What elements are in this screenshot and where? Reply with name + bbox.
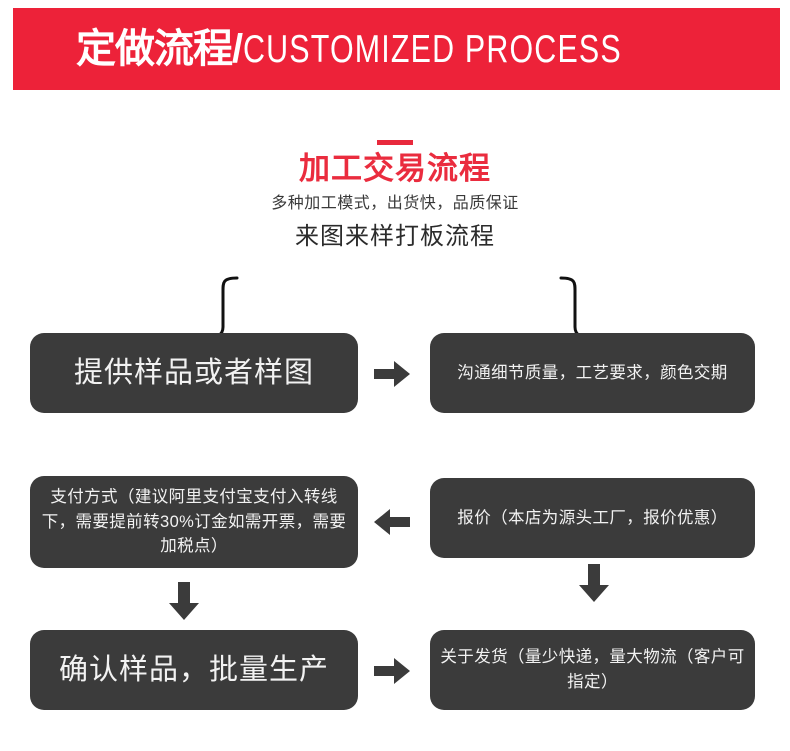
flow-step-2-label: 沟通细节质量，工艺要求，颜色交期 [457, 363, 728, 382]
flow-step-5-label: 确认样品，批量生产 [58, 653, 329, 686]
arrow-left-icon-1 [374, 508, 410, 536]
flow-step-3-label: 支付方式（建议阿里支付宝支付入转线下，需要提前转30%订金如需开票，需要加税点） [41, 487, 347, 556]
flow-step-4: 报价（本店为源头工厂，报价优惠） [430, 478, 755, 558]
accent-dash [377, 140, 413, 145]
process-heading-text: 加工交易流程 多种加工模式，出货快，品质保证 来图来样打板流程 [215, 120, 575, 252]
process-tagline: 来图来样打板流程 [295, 223, 495, 251]
flow-step-6-label: 关于发货（量少快递，量大物流（客户可指定） [440, 648, 745, 691]
process-title: 加工交易流程 [299, 151, 491, 186]
page-header-banner: 定做流程/CUSTOMIZED PROCESS [13, 8, 780, 90]
flow-step-6: 关于发货（量少快递，量大物流（客户可指定） [430, 630, 755, 710]
flow-step-1: 提供样品或者样图 [30, 333, 358, 413]
process-subtitle: 多种加工模式，出货快，品质保证 [271, 194, 519, 212]
banner-title-separator: / [232, 27, 244, 71]
flow-step-3: 支付方式（建议阿里支付宝支付入转线下，需要提前转30%订金如需开票，需要加税点） [30, 476, 358, 568]
arrow-right-icon-2 [374, 657, 410, 685]
banner-title-chinese: 定做流程 [76, 27, 233, 71]
flow-step-2: 沟通细节质量，工艺要求，颜色交期 [430, 333, 755, 413]
arrow-right-icon-1 [374, 360, 410, 388]
banner-title-english: CUSTOMIZED PROCESS [243, 28, 622, 71]
flow-step-1-label: 提供样品或者样图 [73, 356, 314, 389]
process-heading-block: 加工交易流程 多种加工模式，出货快，品质保证 来图来样打板流程 [0, 120, 790, 402]
arrow-down-icon-left [168, 582, 200, 620]
flow-step-4-label: 报价（本店为源头工厂，报价优惠） [457, 508, 728, 527]
flow-step-5: 确认样品，批量生产 [30, 630, 358, 710]
arrow-down-icon-right [578, 564, 610, 602]
banner-title: 定做流程/CUSTOMIZED PROCESS [76, 29, 729, 69]
process-flow-diagram: 提供样品或者样图 沟通细节质量，工艺要求，颜色交期 支付方式（建议阿里支付宝支付… [0, 320, 790, 751]
